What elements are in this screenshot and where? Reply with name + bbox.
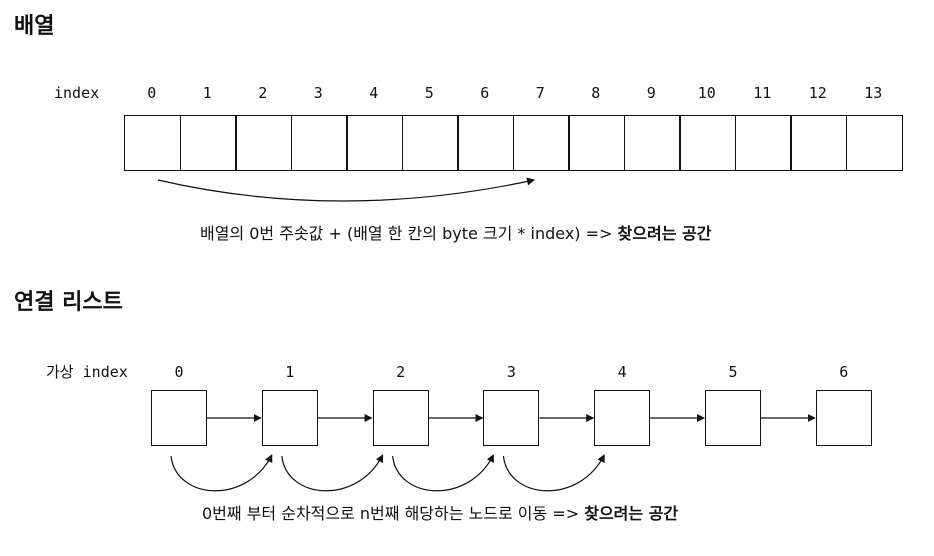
array-index: 6 (480, 84, 490, 102)
array-cell (790, 115, 847, 171)
list-node (705, 390, 761, 446)
array-index: 3 (313, 84, 323, 102)
array-index: 9 (646, 84, 656, 102)
array-index-label: index (54, 84, 100, 102)
list-traverse-arrow (502, 454, 605, 492)
array-cell (679, 115, 736, 171)
list-caption: 0번째 부터 순차적으로 n번째 해당하는 노드로 이동 => 찾으려는 공간 (202, 506, 678, 522)
list-node (815, 390, 872, 446)
array-cell (179, 115, 237, 171)
list-traverse-arrow (281, 454, 384, 492)
array-heading: 배열 (14, 14, 55, 39)
list-caption-bold: 찾으려는 공간 (584, 504, 679, 523)
list-index: 4 (617, 363, 627, 381)
array-index: 13 (864, 84, 883, 102)
list-node (151, 390, 207, 446)
list-heading: 연결 리스트 (14, 290, 123, 315)
list-index-label: 가상 index (46, 363, 128, 381)
list-index: 3 (506, 363, 516, 381)
list-traverse-arrow (392, 454, 494, 492)
array-caption-text: 배열의 0번 주솟값 + (배열 한 칸의 byte 크기 * index) =… (200, 224, 613, 243)
list-node (372, 390, 429, 446)
array-caption-bold: 찾으려는 공간 (617, 224, 712, 243)
array-index: 5 (424, 84, 434, 102)
array-index: 8 (591, 84, 601, 102)
array-cell (845, 115, 903, 171)
array-index: 7 (535, 84, 545, 102)
array-cell (457, 115, 514, 171)
list-node (594, 390, 651, 446)
array-cell (623, 115, 681, 171)
list-traverse-arrow (170, 454, 273, 492)
list-index: 1 (285, 363, 295, 381)
array-cell (512, 115, 570, 171)
array-cell (124, 115, 181, 171)
array-cell (401, 115, 459, 171)
list-node (483, 390, 540, 446)
list-caption-text: 0번째 부터 순차적으로 n번째 해당하는 노드로 이동 => (202, 504, 580, 523)
list-index: 0 (174, 363, 184, 381)
array-index: 2 (258, 84, 268, 102)
array-cell (568, 115, 625, 171)
array-index: 0 (147, 84, 157, 102)
list-index: 5 (728, 363, 738, 381)
array-cell (734, 115, 792, 171)
array-cell (235, 115, 292, 171)
list-index: 6 (839, 363, 849, 381)
array-index: 4 (369, 84, 379, 102)
list-traverse-arrows (170, 454, 605, 492)
array-index: 10 (697, 84, 716, 102)
array-index: 11 (753, 84, 772, 102)
array-index: 1 (202, 84, 212, 102)
array-jump-arrow (157, 177, 535, 202)
array-caption: 배열의 0번 주솟값 + (배열 한 칸의 byte 크기 * index) =… (200, 226, 711, 242)
array-index: 12 (808, 84, 827, 102)
array-cell (290, 115, 348, 171)
array-cell (346, 115, 403, 171)
list-node (261, 390, 318, 446)
list-index: 2 (396, 363, 406, 381)
